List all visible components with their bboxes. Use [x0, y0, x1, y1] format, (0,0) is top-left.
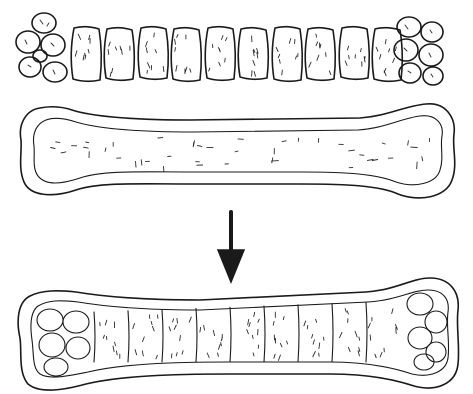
chain-block	[339, 27, 369, 80]
arrow-head	[218, 250, 244, 282]
chain-block	[205, 27, 235, 81]
result-block	[162, 310, 191, 362]
down-arrow	[218, 212, 244, 282]
hollow-bone-shape	[20, 104, 454, 198]
result-left-cells	[37, 309, 90, 376]
result-blocks	[94, 302, 397, 362]
chain-block	[71, 27, 101, 82]
chain-blocks	[71, 27, 402, 82]
chain-block	[171, 28, 201, 82]
result-inner-outline	[31, 290, 449, 377]
chain-block	[104, 28, 134, 81]
result-block	[332, 304, 360, 362]
bone-inner-outline	[34, 116, 443, 185]
chain-block	[372, 28, 402, 82]
result-block	[264, 306, 288, 362]
result-block	[298, 305, 324, 362]
bone-interior-texture	[51, 138, 430, 172]
combined-result	[18, 278, 458, 390]
result-right-cells	[407, 293, 447, 370]
chain-left-cluster	[16, 13, 67, 82]
chain-block	[305, 28, 335, 81]
result-block	[230, 307, 259, 362]
chain-block	[238, 28, 268, 80]
chain-block	[138, 27, 168, 80]
result-block	[196, 308, 222, 362]
segmented-chain	[16, 13, 443, 85]
result-block	[366, 302, 397, 362]
result-block	[128, 311, 158, 362]
chain-block	[272, 27, 302, 82]
result-block	[94, 312, 120, 362]
